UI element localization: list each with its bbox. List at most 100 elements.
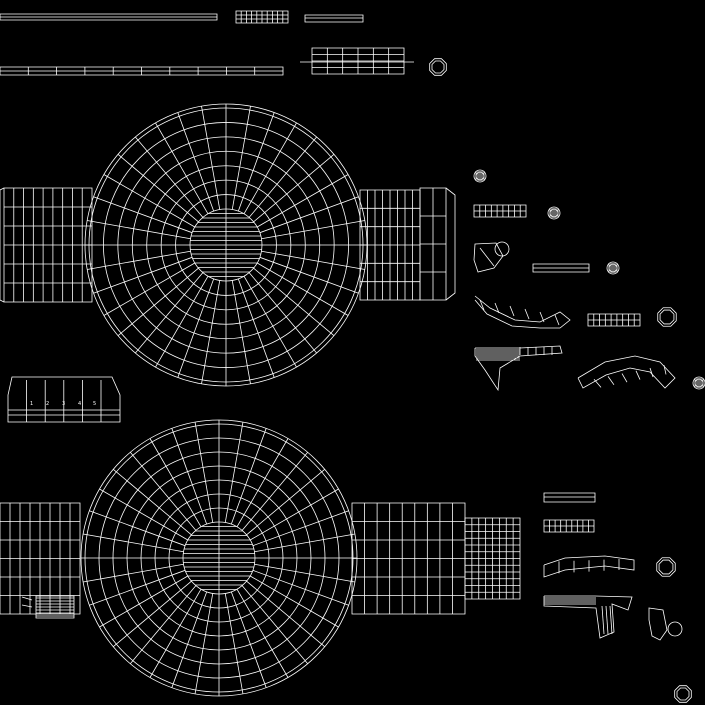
disc-spoke [172, 592, 207, 688]
disc-spoke [87, 251, 190, 269]
disc-spoke [254, 564, 354, 582]
disc-spoke [247, 469, 325, 535]
disc-spoke [242, 452, 308, 530]
curve-loop [555, 315, 559, 325]
disc-spoke [250, 576, 338, 627]
disc-spoke [242, 586, 308, 664]
curve-loop [480, 300, 484, 310]
disc-spoke [195, 593, 213, 693]
octagon-outer [675, 686, 692, 703]
disc-spoke [237, 589, 288, 677]
bracket-col [602, 606, 604, 634]
octagon-inner [432, 61, 444, 73]
disc-spoke [156, 123, 209, 214]
bracket-col [610, 606, 612, 634]
disc-spoke [83, 564, 183, 582]
disc-spoke [113, 581, 191, 647]
top-grid-panel [300, 48, 414, 74]
disc-spoke [178, 279, 214, 378]
curve-loop [510, 306, 514, 316]
disc-spoke [237, 438, 288, 526]
arch-loop [608, 376, 614, 384]
panel-label-2: 2 [46, 401, 49, 407]
cap-ring [548, 207, 560, 219]
disc-spoke [113, 469, 191, 535]
upper-right-tube [360, 188, 455, 300]
octagon-inner [659, 560, 673, 574]
cap-ring [693, 377, 705, 389]
panel-label-1: 1 [30, 401, 33, 407]
curve-loop [540, 312, 544, 322]
cap-face [474, 243, 503, 272]
disc-spoke [244, 123, 297, 214]
curve-loop [525, 309, 529, 319]
arch-loop [636, 371, 640, 380]
disc-spoke [232, 280, 250, 383]
upper-left-tube [0, 188, 92, 302]
disc-spoke [99, 489, 187, 540]
cap-ring [607, 262, 619, 274]
small-parts [474, 170, 705, 702]
disc-spoke [231, 592, 266, 688]
disc-spoke [249, 137, 316, 217]
disc-spoke [238, 113, 274, 212]
disc-spoke [156, 276, 209, 367]
curve-piece [475, 296, 570, 328]
octagon-inner [677, 688, 689, 700]
upper-radial-disc [85, 104, 367, 386]
disc-spoke [244, 276, 297, 367]
disc-spoke [118, 154, 198, 221]
tick [22, 597, 32, 600]
disc-spoke [232, 106, 250, 209]
top-strip-left [0, 14, 217, 20]
octagon-outer [657, 558, 675, 576]
cap-ring [495, 242, 509, 256]
disc-spoke [225, 593, 243, 693]
disc-spoke [89, 570, 185, 605]
lower-left-tube [0, 503, 80, 614]
disc-spoke [225, 422, 243, 522]
bar [544, 493, 595, 502]
disc-spoke [254, 268, 334, 335]
arch-piece [578, 356, 675, 388]
disc-spoke [231, 428, 266, 524]
disc-spoke [87, 221, 190, 239]
bracket-col [606, 606, 608, 634]
disc-spoke [118, 268, 198, 335]
disc-spoke [130, 586, 196, 664]
disc-spoke [202, 106, 220, 209]
disc-spoke [254, 534, 354, 552]
numbered-panel: 1 2 3 4 5 [8, 377, 120, 422]
top-strip-right [305, 15, 363, 22]
disc-spoke [99, 576, 187, 627]
tube-outline [0, 503, 80, 614]
disc-spoke [261, 221, 364, 239]
curve-strip [544, 556, 634, 577]
cap-ring [668, 622, 682, 636]
lower-radial-disc [81, 420, 357, 696]
disc-spoke [253, 511, 349, 546]
disc-spoke [94, 197, 193, 233]
cap-ring [474, 170, 486, 182]
disc-spoke [254, 154, 334, 221]
bracket-piece [544, 596, 632, 638]
lower-right-grid-block [465, 518, 520, 599]
disc-spoke [130, 452, 196, 530]
disc-spoke [104, 175, 195, 228]
cap-face [649, 608, 667, 640]
disc-spoke [178, 113, 214, 212]
arch-loop [622, 374, 627, 383]
arch-loop [650, 368, 653, 377]
disc-spoke [238, 279, 274, 378]
disc-spoke [150, 589, 201, 677]
octagon-outer [430, 59, 447, 76]
disc-spoke [247, 581, 325, 647]
disc-spoke [260, 257, 359, 293]
tube-end-cap [446, 188, 455, 300]
disc-spoke [253, 570, 349, 605]
disc-spoke [260, 197, 359, 233]
disc-spoke [202, 280, 220, 383]
cap-edge [480, 248, 494, 266]
panel-label-5: 5 [93, 401, 96, 407]
